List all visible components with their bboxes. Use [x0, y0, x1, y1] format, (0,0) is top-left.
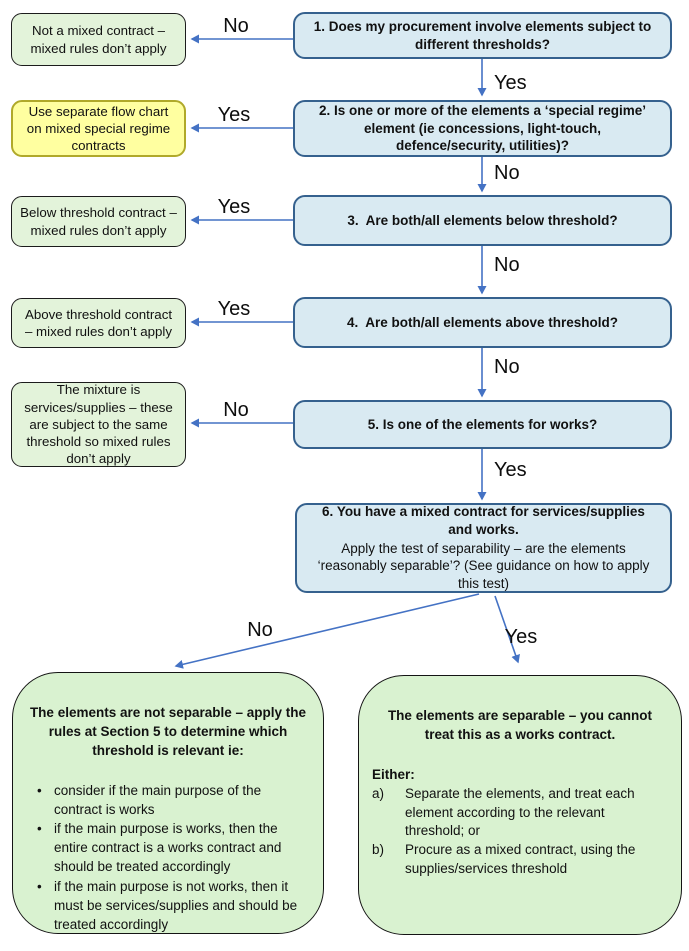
question-1-text: 1. Does my procurement involve elements …	[313, 18, 656, 52]
outcome-special-regime-box: Use separate flow chart on mixed special…	[11, 100, 186, 157]
label-q6-no: No	[247, 619, 273, 641]
final-not-separable-bullets: • consider if the main purpose of the co…	[13, 782, 323, 935]
label-q1-yes: Yes	[494, 72, 527, 94]
question-6-body: Apply the test of separability – are the…	[317, 540, 654, 592]
option-a-marker: a)	[372, 785, 385, 801]
option-b-marker: b)	[372, 842, 385, 858]
question-5-box: 5. Is one of the elements for works?	[293, 400, 672, 449]
outcome-above-threshold-box: Above threshold contract – mixed rules d…	[11, 298, 186, 348]
final-separable-box: The elements are separable – you cannot …	[358, 675, 682, 935]
final-separable-heading: The elements are separable – you cannot …	[387, 708, 653, 742]
label-q1-no: No	[223, 15, 249, 37]
outcome-special-regime-text: Use separate flow chart on mixed special…	[26, 103, 171, 154]
label-q3-yes: Yes	[217, 196, 251, 218]
either-label: Either:	[372, 766, 415, 782]
outcome-above-threshold-text: Above threshold contract – mixed rules d…	[24, 306, 173, 339]
label-q6-yes: Yes	[504, 626, 538, 648]
label-q2-yes: Yes	[217, 104, 251, 126]
option-b-text: Procure as a mixed contract, using the s…	[405, 842, 636, 877]
outcome-services-supplies-text: The mixture is services/supplies – these…	[24, 382, 173, 467]
outcome-below-threshold-box: Below threshold contract – mixed rules d…	[11, 196, 186, 247]
label-q4-yes: Yes	[217, 298, 251, 320]
outcome-not-mixed-box: Not a mixed contract – mixed rules don’t…	[11, 13, 186, 66]
outcome-services-supplies-box: The mixture is services/supplies – these…	[11, 382, 186, 467]
option-b-row: b) Procure as a mixed contract, using th…	[372, 841, 667, 879]
bullet-item: • consider if the main purpose of the co…	[37, 782, 311, 820]
question-6-box: 6. You have a mixed contract for service…	[295, 503, 672, 593]
question-4-box: 4. Are both/all elements above threshold…	[293, 297, 672, 348]
outcome-below-threshold-text: Below threshold contract – mixed rules d…	[20, 205, 177, 238]
question-3-text: 3. Are both/all elements below threshold…	[347, 212, 618, 228]
bullet-icon: •	[37, 782, 42, 798]
final-not-separable-box: The elements are not separable – apply t…	[12, 672, 324, 934]
bullet-icon: •	[37, 821, 42, 837]
question-1-box: 1. Does my procurement involve elements …	[293, 12, 672, 59]
question-5-text: 5. Is one of the elements for works?	[367, 416, 598, 432]
bullet-text: if the main purpose is not works, then i…	[54, 879, 298, 932]
bullet-text: if the main purpose is works, then the e…	[54, 821, 282, 875]
question-2-text: 2. Is one or more of the elements a ‘spe…	[318, 102, 650, 154]
label-q3-no: No	[494, 254, 520, 276]
question-4-text: 4. Are both/all elements above threshold…	[346, 314, 619, 330]
question-2-box: 2. Is one or more of the elements a ‘spe…	[293, 100, 672, 157]
bullet-icon: •	[37, 879, 42, 895]
option-a-row: a) Separate the elements, and treat each…	[372, 785, 667, 842]
bullet-item: • if the main purpose is works, then the…	[37, 820, 311, 877]
option-a-text: Separate the elements, and treat each el…	[405, 785, 635, 839]
label-q4-no: No	[494, 356, 520, 378]
label-q5-yes: Yes	[494, 459, 527, 481]
question-3-box: 3. Are both/all elements below threshold…	[293, 195, 672, 246]
bullet-text: consider if the main purpose of the cont…	[54, 782, 262, 817]
question-6-heading: 6. You have a mixed contract for service…	[322, 503, 649, 537]
outcome-not-mixed-text: Not a mixed contract – mixed rules don’t…	[30, 23, 167, 56]
bullet-item: • if the main purpose is not works, then…	[37, 878, 311, 935]
arrow-q6-no	[174, 593, 480, 669]
label-q2-no: No	[494, 162, 520, 184]
final-not-separable-heading: The elements are not separable – apply t…	[29, 705, 307, 758]
label-q5-no: No	[223, 399, 249, 421]
